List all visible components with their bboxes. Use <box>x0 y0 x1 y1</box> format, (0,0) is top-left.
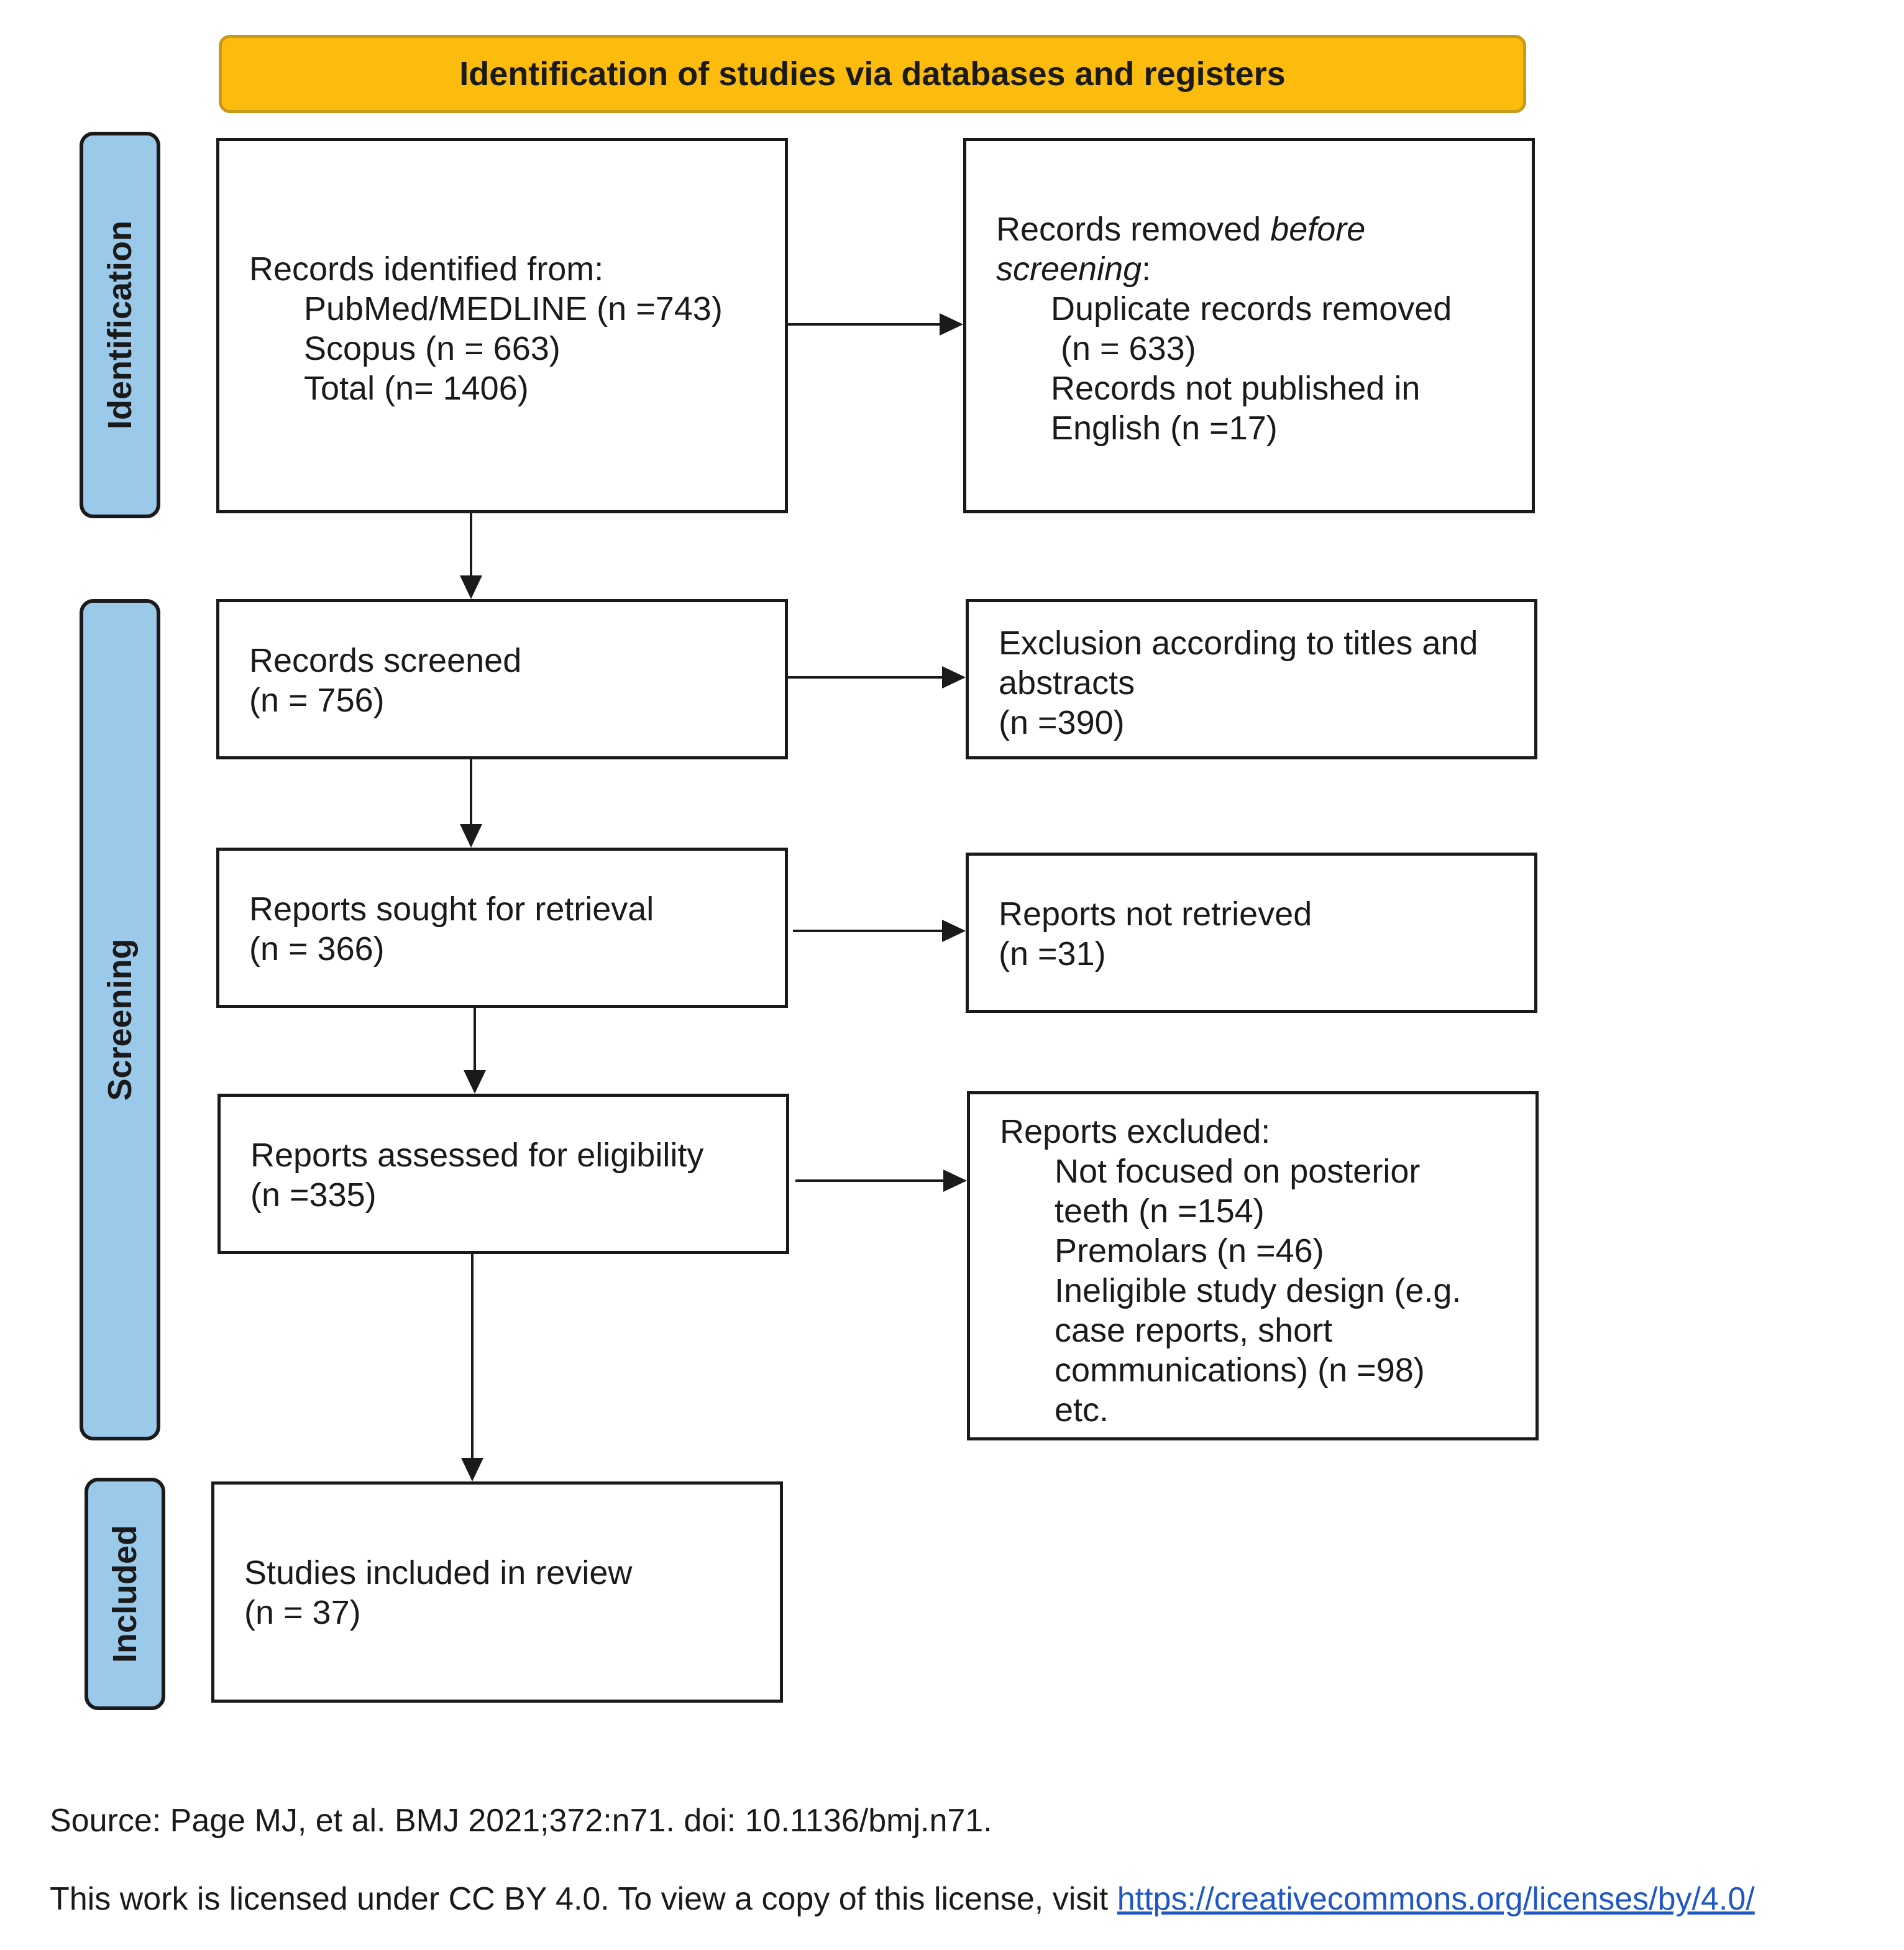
exclusion-titles-box: Exclusion according to titles and abstra… <box>966 599 1537 759</box>
reports-not-retrieved-n: (n =31) <box>999 935 1106 973</box>
reports-assessed-label: Reports assessed for eligibility <box>250 1137 704 1174</box>
phase-screening: Screening <box>80 599 160 1440</box>
records-identified-pubmed: PubMed/MEDLINE (n =743) <box>304 290 723 327</box>
arrow-assessed-to-excluded <box>795 1170 967 1192</box>
reports-assessed-box: Reports assessed for eligibility (n =335… <box>217 1094 789 1254</box>
reports-excluded-line1: Not focused on posterior <box>1055 1153 1421 1190</box>
phase-identification-label: Identification <box>101 221 139 429</box>
arrow-screened-to-sought <box>460 759 482 848</box>
arrow-identified-to-screened <box>460 513 482 599</box>
phase-included: Included <box>85 1478 165 1710</box>
arrow-sought-to-not-retrieved <box>793 920 966 942</box>
records-removed-title-2: screening: <box>996 250 1151 288</box>
records-screened-label: Records screened <box>249 642 522 679</box>
arrow-assessed-to-included <box>461 1254 483 1481</box>
records-screened-box: Records screened (n = 756) <box>216 599 788 759</box>
records-removed-not-english-1: Records not published in <box>1051 370 1421 407</box>
studies-included-label: Studies included in review <box>244 1554 633 1591</box>
reports-excluded-line4: Ineligible study design (e.g. <box>1055 1272 1462 1309</box>
records-removed-duplicates-n: (n = 633) <box>1061 330 1196 367</box>
reports-excluded-line5: case reports, short <box>1055 1312 1333 1349</box>
reports-sought-n: (n = 366) <box>249 930 385 968</box>
records-removed-box: Records removed before screening: Duplic… <box>963 138 1535 513</box>
records-removed-not-english-2: English (n =17) <box>1051 410 1278 447</box>
reports-excluded-line6: communications) (n =98) <box>1055 1352 1425 1389</box>
exclusion-titles-line1: Exclusion according to titles and <box>999 625 1478 662</box>
reports-not-retrieved-box: Reports not retrieved (n =31) <box>966 853 1537 1013</box>
license-link[interactable]: https://creativecommons.org/licenses/by/… <box>1117 1881 1755 1917</box>
reports-sought-box: Reports sought for retrieval (n = 366) <box>216 848 788 1008</box>
records-identified-box: Records identified from: PubMed/MEDLINE … <box>216 138 788 513</box>
footer-license-text: This work is licensed under CC BY 4.0. T… <box>50 1881 1117 1917</box>
arrow-identified-to-removed <box>788 313 963 336</box>
header-title: Identification of studies via databases … <box>459 55 1286 93</box>
reports-excluded-box: Reports excluded: Not focused on posteri… <box>967 1091 1539 1440</box>
records-screened-n: (n = 756) <box>249 682 385 719</box>
exclusion-titles-line2: abstracts <box>999 664 1135 702</box>
studies-included-n: (n = 37) <box>244 1594 361 1631</box>
reports-assessed-n: (n =335) <box>250 1176 377 1214</box>
reports-excluded-line3: Premolars (n =46) <box>1055 1232 1324 1270</box>
reports-excluded-line2: teeth (n =154) <box>1055 1192 1265 1230</box>
reports-not-retrieved-label: Reports not retrieved <box>999 895 1312 933</box>
reports-excluded-heading: Reports excluded: <box>1000 1113 1271 1150</box>
records-identified-heading: Records identified from: <box>249 250 604 288</box>
phase-included-label: Included <box>106 1524 144 1664</box>
records-identified-scopus: Scopus (n = 663) <box>304 330 561 367</box>
records-removed-title: Records removed before <box>996 211 1366 248</box>
exclusion-titles-n: (n =390) <box>999 704 1125 741</box>
footer-source: Source: Page MJ, et al. BMJ 2021;372:n71… <box>50 1803 992 1839</box>
records-removed-duplicates: Duplicate records removed <box>1051 290 1452 327</box>
phase-identification: Identification <box>80 132 160 518</box>
reports-sought-label: Reports sought for retrieval <box>249 890 654 928</box>
records-identified-total: Total (n= 1406) <box>304 370 529 407</box>
studies-included-box: Studies included in review (n = 37) <box>211 1481 783 1703</box>
arrow-screened-to-exclusion <box>788 666 966 689</box>
reports-excluded-line7: etc. <box>1055 1391 1109 1429</box>
footer-license: This work is licensed under CC BY 4.0. T… <box>50 1880 1755 1918</box>
arrow-sought-to-assessed <box>464 1008 486 1094</box>
header-banner: Identification of studies via databases … <box>219 35 1526 113</box>
phase-screening-label: Screening <box>101 938 139 1101</box>
